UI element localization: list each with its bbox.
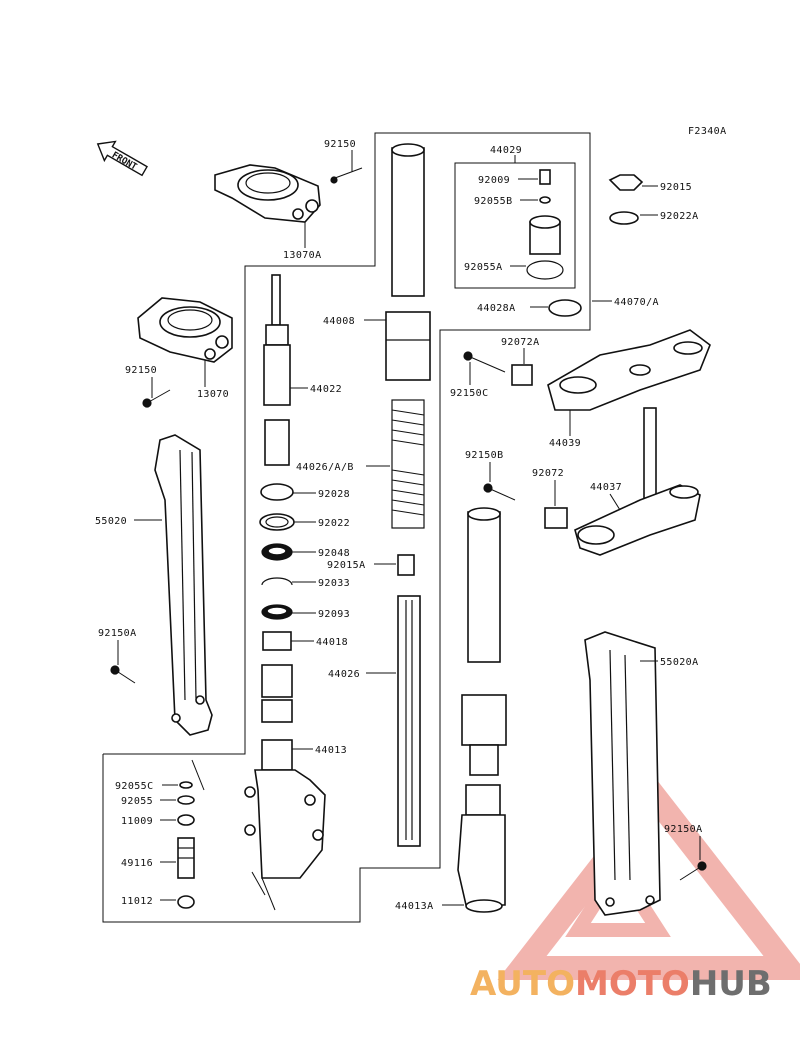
label-92150-left: 92150 xyxy=(125,365,157,376)
label-13070: 13070 xyxy=(197,389,229,400)
label-92093: 92093 xyxy=(318,609,350,620)
label-55020: 55020 xyxy=(95,516,127,527)
group-border-main xyxy=(102,132,591,923)
label-92055B: 92055B xyxy=(474,196,513,207)
label-92033: 92033 xyxy=(318,578,350,589)
label-44018: 44018 xyxy=(316,637,348,648)
upper-tube-44008 xyxy=(385,143,431,381)
label-92028: 92028 xyxy=(318,489,350,500)
inner-parts-column xyxy=(259,274,295,723)
label-92015A: 92015A xyxy=(327,560,366,571)
label-44022: 44022 xyxy=(310,384,342,395)
label-92022: 92022 xyxy=(318,518,350,529)
spring-44026 xyxy=(391,399,425,576)
label-92072: 92072 xyxy=(532,468,564,479)
clamp-13070A xyxy=(214,164,321,223)
bolt-92150-left xyxy=(142,389,171,408)
watermark-triangle-outer xyxy=(497,777,800,980)
label-44013: 44013 xyxy=(315,745,347,756)
nut-92015 xyxy=(608,174,644,225)
label-92022A: 92022A xyxy=(660,211,699,222)
right-fork-tube xyxy=(457,507,507,913)
watermark-moto: MOTO xyxy=(575,964,690,1004)
watermark-hub: HUB xyxy=(690,964,772,1004)
upper-clamp-44039 xyxy=(511,329,711,411)
label-11012: 11012 xyxy=(121,896,153,907)
label-44029: 44029 xyxy=(490,145,522,156)
bolt-92150A-right xyxy=(679,861,707,881)
label-49116: 49116 xyxy=(121,858,153,869)
labels: 92150 13070A 92150 13070 55020 92150A 44… xyxy=(95,139,703,912)
label-13070A: 13070A xyxy=(283,250,322,261)
label-11009: 11009 xyxy=(121,816,153,827)
fork-guard-55020 xyxy=(154,434,213,736)
label-92072A: 92072A xyxy=(501,337,540,348)
label-92048: 92048 xyxy=(318,548,350,559)
bolt-92150B xyxy=(483,483,516,501)
label-44028A: 44028A xyxy=(477,303,516,314)
front-arrow: FRONT xyxy=(96,140,148,177)
bolt-92150A-left xyxy=(110,665,136,684)
bolt-92150-top xyxy=(330,167,363,184)
label-92150C: 92150C xyxy=(450,388,489,399)
label-92009: 92009 xyxy=(478,175,510,186)
label-44026AB: 44026/A/B xyxy=(296,462,354,473)
label-92150A-left: 92150A xyxy=(98,628,137,639)
label-44039: 44039 xyxy=(549,438,581,449)
fork-guard-55020A xyxy=(584,631,661,916)
label-92055: 92055 xyxy=(121,796,153,807)
lower-clamp-44037 xyxy=(544,407,701,556)
outer-tube-44013 xyxy=(244,739,326,911)
label-92150A-right: 92150A xyxy=(664,824,703,835)
bolt-92150C xyxy=(463,351,506,373)
label-92015: 92015 xyxy=(660,182,692,193)
label-92055C: 92055C xyxy=(115,781,154,792)
label-92150B: 92150B xyxy=(465,450,504,461)
valve-parts xyxy=(177,759,205,909)
figure-code: F2340A xyxy=(688,126,727,137)
label-44013A: 44013A xyxy=(395,901,434,912)
label-44037: 44037 xyxy=(590,482,622,493)
watermark-auto: AUTO xyxy=(470,964,575,1004)
label-44008: 44008 xyxy=(323,316,355,327)
svg-text:AUTOMOTOHUB: AUTOMOTOHUB xyxy=(470,964,772,1004)
damper-rod-44026 xyxy=(397,595,421,847)
label-44026: 44026 xyxy=(328,669,360,680)
label-44070A: 44070/A xyxy=(614,297,659,308)
clamp-13070 xyxy=(137,297,233,363)
front-arrow-icon xyxy=(96,140,148,177)
label-92055A: 92055A xyxy=(464,262,503,273)
cap-assembly-44029 xyxy=(526,169,582,317)
label-55020A: 55020A xyxy=(660,657,699,668)
label-92150-top: 92150 xyxy=(324,139,356,150)
